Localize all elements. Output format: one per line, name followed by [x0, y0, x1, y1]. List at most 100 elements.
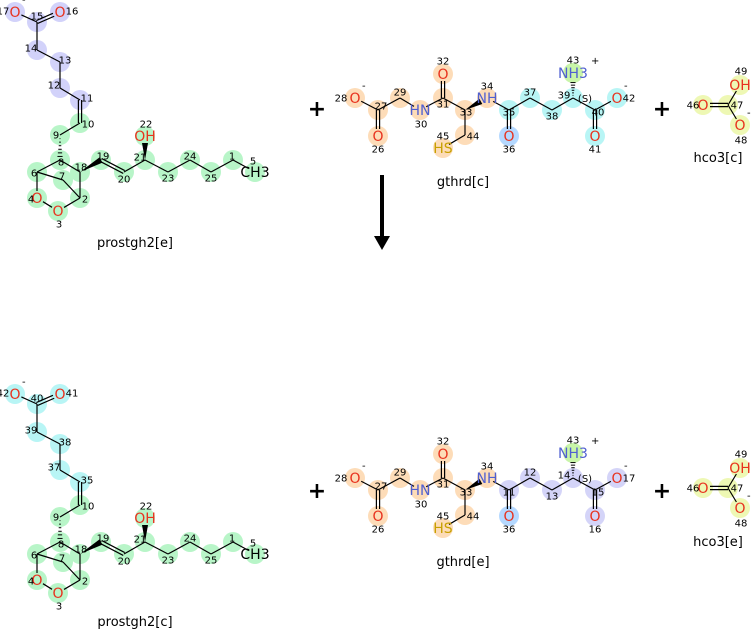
atom-number: 20	[118, 557, 131, 568]
atom-highlight	[730, 458, 750, 478]
single-bond	[21, 396, 38, 405]
atom-number: 42	[0, 389, 9, 400]
atom-label: OH	[729, 461, 751, 477]
atom-number: 24	[184, 152, 197, 163]
atom-highlight	[585, 126, 605, 146]
atom-highlight	[135, 126, 155, 146]
atom-number: 44	[467, 132, 480, 143]
atom-label: NH3	[558, 446, 588, 462]
atom-highlight	[730, 498, 750, 518]
atom-number: 35	[503, 108, 516, 119]
charge-label: -	[362, 81, 366, 92]
atom-number: 4	[28, 577, 34, 588]
atom-number: 8	[58, 158, 64, 169]
molecule-prostgh2-c: O-4240O4139383735109867182O4O3192021OH22…	[0, 377, 270, 630]
atom-highlight	[433, 444, 453, 464]
wedge-bond	[80, 539, 103, 554]
atom-highlight	[499, 506, 519, 526]
single-bond	[442, 477, 466, 491]
double-bond	[99, 542, 124, 556]
atom-number: 21	[134, 535, 147, 546]
single-bond	[508, 97, 531, 111]
atom-number: 43	[567, 56, 580, 67]
single-bond	[232, 159, 250, 170]
atom-highlight	[368, 126, 388, 146]
atom-number: 31	[437, 480, 450, 491]
atom-highlight	[48, 583, 68, 603]
single-bond	[425, 477, 444, 488]
atom-number: 38	[59, 438, 72, 449]
atom-highlight	[5, 384, 25, 404]
charge-label: -	[362, 461, 366, 472]
single-bond	[42, 583, 53, 590]
atom-highlight	[499, 126, 519, 146]
plus-sign: +	[308, 479, 326, 504]
atom-highlight	[693, 478, 713, 498]
atom-label: OH	[134, 511, 156, 527]
single-bond	[63, 579, 81, 590]
atom-label: O	[31, 573, 42, 589]
molecule-name: gthrd[c]	[437, 175, 489, 190]
single-bond	[123, 541, 146, 555]
atom-number: 2	[82, 577, 88, 588]
single-bond	[399, 97, 415, 107]
atom-number: 46	[687, 101, 700, 112]
atom-number: 15	[592, 488, 605, 499]
single-bond	[36, 553, 64, 563]
single-bond	[360, 100, 379, 111]
single-bond	[425, 97, 444, 108]
atom-number: 40	[31, 394, 44, 405]
molecule-name: gthrd[e]	[436, 555, 489, 570]
single-bond	[59, 122, 81, 136]
charge-label: -	[624, 461, 628, 472]
single-bond	[508, 477, 531, 491]
atom-highlight	[477, 468, 497, 488]
atom-label: O	[54, 5, 65, 21]
atom-number: 7	[59, 172, 65, 183]
atom-label: O	[734, 501, 745, 517]
atom-highlight	[27, 570, 47, 590]
atom-number: 31	[437, 100, 450, 111]
atom-number: 5	[250, 539, 256, 550]
atom-highlight	[245, 544, 265, 564]
reaction-arrow-head-icon	[374, 236, 390, 250]
atom-label: O	[589, 129, 600, 145]
atom-highlight	[410, 480, 430, 500]
atom-highlight	[563, 63, 583, 83]
single-bond	[42, 201, 53, 208]
atom-number: 42	[623, 94, 636, 105]
atom-number: 22	[140, 502, 153, 513]
atom-label: O	[349, 91, 360, 107]
charge-label: +	[591, 436, 599, 447]
atom-label: HS	[433, 521, 453, 537]
single-bond	[399, 477, 415, 487]
atom-number: 20	[118, 175, 131, 186]
single-bond	[144, 541, 169, 555]
molecule-name: hco3[c]	[694, 151, 743, 166]
atom-label: CH3	[240, 165, 269, 181]
atom-label: O	[349, 471, 360, 487]
atom-number: 48	[735, 519, 748, 530]
atom-label: O	[437, 447, 448, 463]
atom-number: 18	[75, 163, 88, 174]
atom-highlight	[477, 88, 497, 108]
atom-number: 28	[335, 474, 348, 485]
single-bond	[594, 100, 612, 111]
molecule-name: prostgh2[c]	[97, 615, 172, 630]
atom-number: 23	[162, 556, 175, 567]
atom-number: 4	[28, 195, 34, 206]
wedge-bond	[142, 525, 148, 542]
atom-number: 36	[503, 145, 516, 156]
atom-number: 28	[335, 94, 348, 105]
atom-number: 14	[558, 471, 571, 482]
atom-number: 19	[97, 152, 110, 163]
atom-number: 19	[97, 534, 110, 545]
atom-highlight	[50, 2, 70, 22]
single-bond	[492, 480, 510, 491]
atom-number: 21	[134, 153, 147, 164]
atom-number: 43	[567, 436, 580, 447]
double-bond	[99, 160, 124, 174]
atom-number: 36	[503, 525, 516, 536]
atom-label: O	[372, 129, 383, 145]
atom-number: 27	[375, 102, 388, 113]
